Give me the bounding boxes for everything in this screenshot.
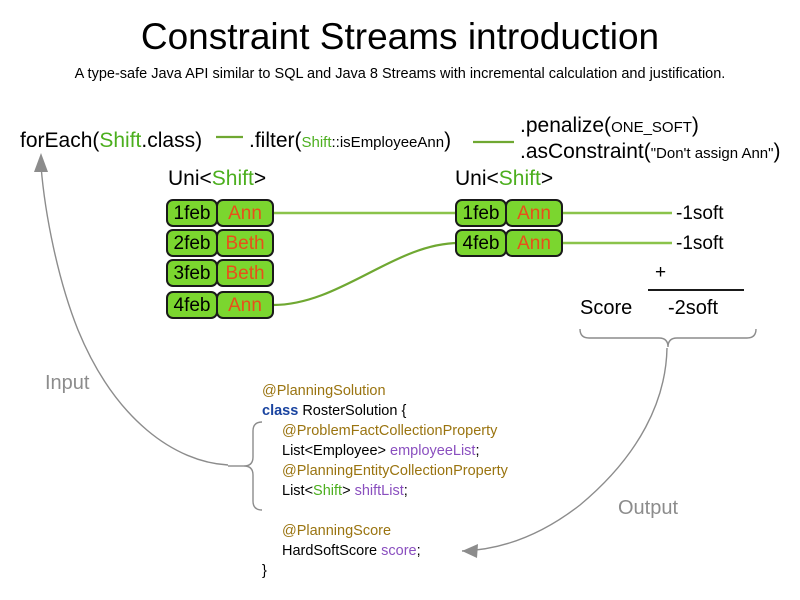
uni-caption-left: Uni<Shift> [168, 167, 266, 191]
tuple-date: 4feb [166, 291, 218, 319]
code-token: ; [475, 443, 480, 459]
tuple-employee: Beth [216, 259, 274, 287]
uni-caption-right: Uni<Shift> [455, 167, 553, 191]
uni-left-prefix: Uni< [168, 167, 212, 190]
score-total: -2soft [668, 297, 719, 319]
stream-connector-row4 [272, 241, 460, 307]
code-token: @PlanningScore [282, 523, 392, 539]
code-token: List<Employee> [282, 443, 391, 459]
code-line: HardSoftScore score; [262, 541, 508, 561]
page-subtitle: A type-safe Java API similar to SQL and … [74, 66, 726, 82]
code-token: class [262, 403, 299, 419]
penalize-arg: ONE_SOFT [611, 119, 692, 136]
code-line: List<Shift> shiftList; [262, 481, 508, 501]
uni-right-type: Shift [498, 167, 541, 190]
filter-call: .filter( [249, 129, 302, 152]
score-operator: + [655, 262, 667, 283]
output-label: Output [618, 497, 679, 519]
page-title: Constraint Streams introduction [140, 16, 660, 57]
code-line: @PlanningEntityCollectionProperty [262, 461, 508, 481]
foreach-type: Shift [99, 129, 142, 152]
tuple-employee: Beth [216, 229, 274, 257]
input-arrowhead [34, 153, 48, 172]
penalty-label: -1soft [676, 233, 724, 254]
code-line: List<Employee> employeeList; [262, 441, 508, 461]
pipeline-as-constraint: .asConstraint("Don't assign Ann") [520, 140, 780, 164]
penalize-call: .penalize( [520, 114, 612, 137]
tuple-employee: Ann [505, 199, 563, 227]
penalty-label: -1soft [676, 203, 724, 224]
as-constraint-arg: "Don't assign Ann" [650, 145, 774, 162]
code-token: @PlanningEntityCollectionProperty [282, 463, 508, 479]
code-token: ; [403, 483, 408, 499]
foreach-call: forEach( [20, 129, 100, 152]
input-label: Input [45, 372, 90, 394]
output-arrow [461, 347, 668, 552]
code-brace [243, 421, 263, 511]
score-divider [648, 289, 744, 291]
code-line: @ProblemFactCollectionProperty [262, 421, 508, 441]
uni-left-suffix: > [253, 167, 267, 190]
tuple-date: 4feb [455, 229, 507, 257]
input-arrow [40, 165, 229, 466]
as-constraint-tail: ) [773, 140, 781, 163]
tuple-date: 1feb [166, 199, 218, 227]
code-token: score [381, 543, 417, 559]
pipeline-penalize: .penalize(ONE_SOFT) [520, 114, 699, 138]
score-brace [579, 328, 757, 348]
tuple-date: 1feb [455, 199, 507, 227]
code-line: @PlanningScore [262, 521, 508, 541]
tuple-employee: Ann [216, 199, 274, 227]
filter-method: ::isEmployeeAnn [331, 134, 445, 151]
code-token: employeeList [390, 443, 476, 459]
code-block: @PlanningSolution class RosterSolution { @… [262, 381, 508, 581]
code-token: > [342, 483, 355, 499]
penalize-tail: ) [691, 114, 699, 137]
tuple-date: 2feb [166, 229, 218, 257]
filter-tail: ) [444, 129, 452, 152]
code-token: ; [416, 543, 421, 559]
code-token: } [262, 563, 267, 579]
tuple-employee: Ann [216, 291, 274, 319]
code-line [262, 501, 508, 521]
pipeline-filter: .filter(Shift::isEmployeeAnn) [249, 129, 451, 153]
code-line: @PlanningSolution [262, 381, 508, 401]
pipeline-foreach: forEach(Shift.class) [20, 129, 202, 153]
tuple-employee: Ann [505, 229, 563, 257]
output-arrowhead [462, 544, 478, 558]
code-token: HardSoftScore [282, 543, 382, 559]
as-constraint-call: .asConstraint( [520, 140, 651, 163]
code-token: @PlanningSolution [262, 383, 386, 399]
code-token [282, 503, 286, 519]
foreach-tail: .class) [141, 129, 203, 152]
uni-right-suffix: > [540, 167, 554, 190]
code-token: @ProblemFactCollectionProperty [282, 423, 498, 439]
code-token: Shift [313, 483, 343, 499]
code-token: RosterSolution { [298, 403, 407, 419]
code-token: List< [282, 483, 314, 499]
code-token: shiftList [354, 483, 404, 499]
uni-left-type: Shift [211, 167, 254, 190]
filter-type: Shift [301, 134, 332, 151]
tuple-date: 3feb [166, 259, 218, 287]
code-line: } [262, 561, 508, 581]
code-line: class RosterSolution { [262, 401, 508, 421]
uni-right-prefix: Uni< [455, 167, 499, 190]
score-label: Score [580, 297, 633, 319]
